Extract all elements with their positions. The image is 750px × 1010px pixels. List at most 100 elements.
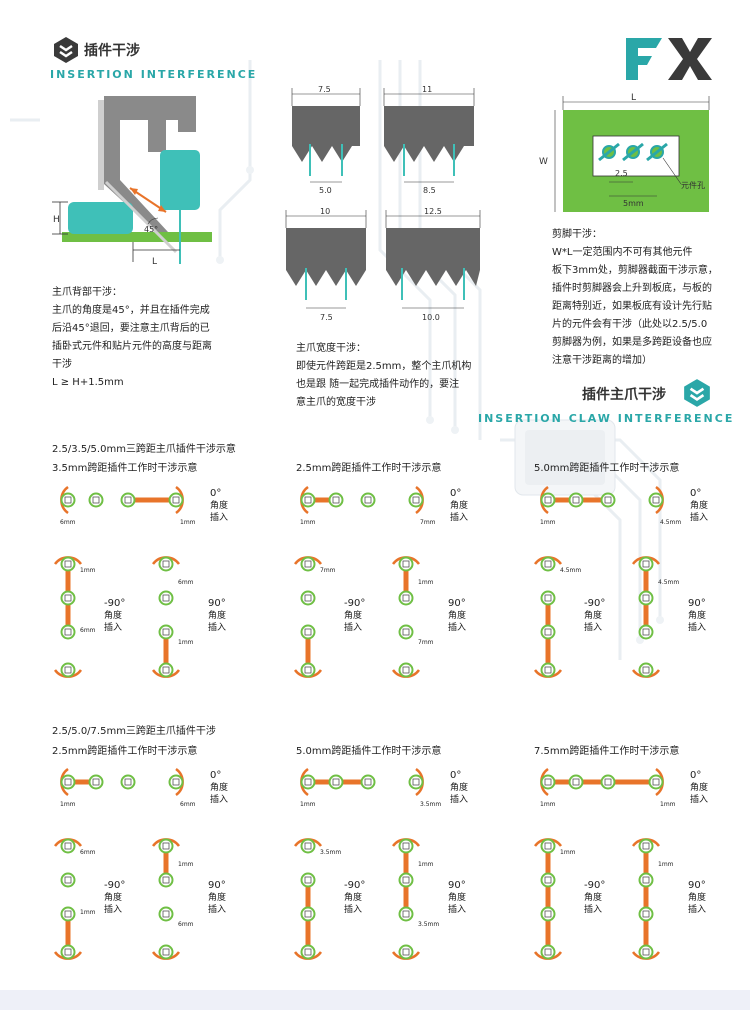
panel-1-3-h-hole-1-pad [572,496,580,504]
panel-2-3-h-hole-2-pad [604,778,612,786]
panel-1-1-zero-angle: 0° [210,488,221,499]
panel-1-2-vl-hole-0-pad [304,560,312,568]
panel-1-2-hdim-0: 1mm [300,519,316,526]
panel-1-1-minus90-angle: -90° [104,598,125,609]
panel-1-1-plus90-line2: 角度 [208,609,226,621]
dim-l-label: L [152,257,157,267]
text-cut-6: 剪脚器为例，如果是多跨距设备也应 [552,337,712,348]
text-width-0: 主爪宽度干涉： [296,343,366,354]
footer-bar [0,990,750,1010]
cutter-span: 5mm [623,199,644,208]
panel-1-1-vl-hole-1-pad [64,594,72,602]
panel-2-2-h-hole-3-pad [412,778,420,786]
panel-1-2-minus90-angle: -90° [344,598,365,609]
panel-2-1-vr-hole-3-pad [162,948,170,956]
panel-2-3-vl-hole-2-pad [544,910,552,918]
cutter-pitch: 2.5 [615,169,628,178]
panel-2-2-hdim-1: 3.5mm [420,801,441,808]
panel-2-1-vl-hole-2-pad [64,910,72,918]
panel-1-2-h-hole-3-pad [412,496,420,504]
panel-2-1-vl-dim-0: 6mm [80,849,96,856]
panel-1-2-h-hole-0-pad [304,496,312,504]
claw-width-diagram: 7.5 5.0 11 8.5 10 7.5 12.5 10.0 [285,85,481,322]
panel-2-2-vl-hole-2-pad [304,910,312,918]
panel-1-1-vl-dim-1: 6mm [80,627,96,634]
cutter-w-label: W [539,157,548,167]
panel-2-2-vr-hole-3-pad [402,948,410,956]
panel-1-2-zero-angle: 0° [450,488,461,499]
claw-pitch-1: 5.0 [319,186,332,195]
text-width-2: 也是跟 随一起完成插件动作的，要注 [296,379,460,390]
panel-1-1-plus90-line3: 插入 [208,621,226,633]
panel-2-3-plus90-line2: 角度 [688,891,706,903]
panel-1-1-vl-hole-0-pad [64,560,72,568]
text-back-5: L ≥ H+1.5mm [52,377,124,388]
panel-1-1-minus90-line2: 角度 [104,609,122,621]
panel-1-1-vr-hole-0-pad [162,560,170,568]
panel-1-3-plus90-line2: 角度 [688,609,706,621]
panel-1-3-zero-line3: 插入 [690,511,708,523]
text-width-3: 意主爪的宽度干涉 [296,397,376,408]
panel-1-2-vr-dim-0: 1mm [418,579,434,586]
panel-2-2-hdim-0: 1mm [300,801,316,808]
panel-2-2-minus90-line2: 角度 [344,891,362,903]
subtitle-1-1: 3.5mm跨距插件工作时干涉示意 [52,463,198,474]
panel-1-1-h-hole-0-pad [64,496,72,504]
panel-2-3-vr-hole-2-pad [642,910,650,918]
section2-title-cn: 插件主爪干涉 [582,387,666,403]
panel-2-1-plus90-angle: 90° [208,880,226,891]
text-back-3: 插卧式元件和贴片元件的高度与距离 [52,341,212,352]
panel-2-3-plus90-angle: 90° [688,880,706,891]
panel-2-2-minus90-line3: 插入 [344,903,362,915]
panel-2-1-zero-line2: 角度 [210,781,228,793]
panel-1-2-vl-dim-0: 7mm [320,567,336,574]
panel-1-3-zero-line2: 角度 [690,499,708,511]
cutter-l-label: L [631,93,636,103]
panel-1-3-zero-angle: 0° [690,488,701,499]
panel-2-2-zero-line3: 插入 [450,793,468,805]
panel-1-1-hdim-0: 6mm [60,519,76,526]
group-title-1: 2.5/3.5/5.0mm三跨距主爪插件干涉示意 [52,444,236,455]
panel-1-2-plus90-angle: 90° [448,598,466,609]
panel-2-2-vl-hole-1-pad [304,876,312,884]
panel-1-1-zero-line2: 角度 [210,499,228,511]
panel-2-3-h-hole-3-pad [652,778,660,786]
panel-2-3-zero-line3: 插入 [690,793,708,805]
text-cut-3: 插件时剪脚器会上升到板底，与板的 [552,283,712,294]
panel-2-1-plus90-line3: 插入 [208,903,226,915]
panel-1-1-zero-line3: 插入 [210,511,228,523]
text-cut-4: 距离特别近，如果板底有设计先行贴 [552,301,712,312]
panel-1-3-vl-hole-3-pad [544,666,552,674]
panel-1-1-h-hole-2-pad [124,496,132,504]
panel-2-1-minus90-line3: 插入 [104,903,122,915]
subtitle-2-2: 5.0mm跨距插件工作时干涉示意 [296,746,442,757]
panel-2-1-vr-dim-1: 6mm [178,921,194,928]
panel-2-3-vl-dim-0: 1mm [560,849,576,856]
panel-2-1-minus90-angle: -90° [104,880,125,891]
panel-1-1-h-hole-3-pad [172,496,180,504]
panel-1-1-vr-hole-1-pad [162,594,170,602]
panel-2-2-plus90-line2: 角度 [448,891,466,903]
panel-2-1-vr-dim-0: 1mm [178,861,194,868]
panel-1-2-vr-hole-3-pad [402,666,410,674]
cutter-diagram: L W 2.5 5mm 元件孔 [539,93,710,212]
panel-2-2-vr-hole-2-pad [402,910,410,918]
panel-2-1-minus90-line2: 角度 [104,891,122,903]
text-cut-2: 板下3mm处，剪脚器截面干涉示意， [552,265,718,276]
panel-1-2-minus90-line2: 角度 [344,609,362,621]
text-cut-0: 剪脚干涉： [552,229,602,240]
panel-2-3-minus90-line3: 插入 [584,903,602,915]
text-cut-7: 注意干涉距离的增加） [552,355,652,366]
panel-1-3-vr-hole-1-pad [642,594,650,602]
panel-2-2-h-hole-0-pad [304,778,312,786]
claw-back-diagram: H L 45° [52,96,212,267]
panel-2-3-vl-hole-1-pad [544,876,552,884]
panel-2-2-minus90-angle: -90° [344,880,365,891]
panel-2-3-vr-hole-0-pad [642,842,650,850]
claw-pitch-4: 10.0 [422,313,440,322]
claw-width-3: 10 [320,207,330,216]
panel-2-1-hdim-1: 6mm [180,801,196,808]
panel-2-3-minus90-angle: -90° [584,880,605,891]
panel-2-1-vr-hole-1-pad [162,876,170,884]
panel-1-1-hdim-1: 1mm [180,519,196,526]
